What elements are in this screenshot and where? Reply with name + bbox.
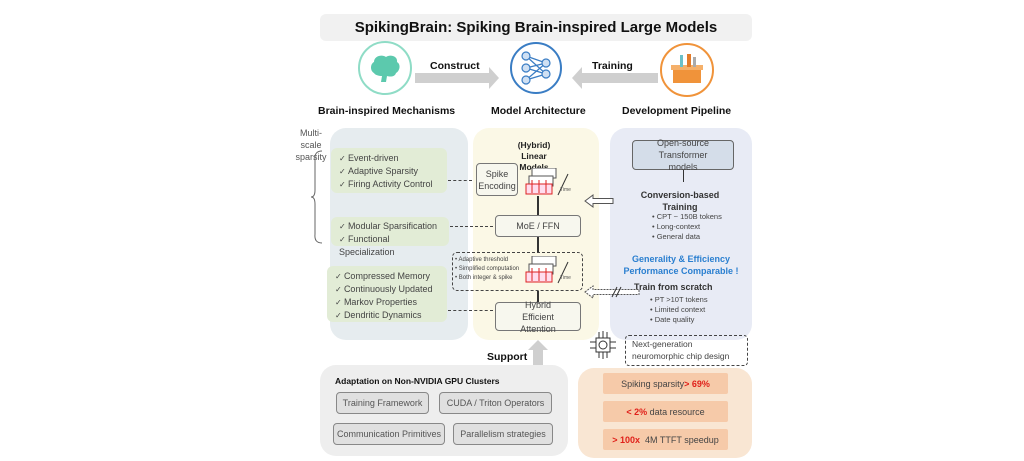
list-item: Long-context [652, 222, 722, 232]
data-resource-stat: < 2% data resource [603, 401, 728, 422]
support-arrowhead [528, 340, 548, 350]
training-arrowhead [572, 67, 582, 89]
linear-models-title: (Hybrid) Linear Models [517, 140, 551, 172]
list-item: Adaptive threshold [455, 256, 519, 265]
spike-train-icon [525, 168, 569, 196]
brain-mechanisms-label: Brain-inspired Mechanisms [318, 105, 456, 117]
neuron-features: Adaptive thresholdSimplified computation… [455, 256, 519, 283]
scratch-items: PT >10T tokensLimited contextDate qualit… [650, 295, 708, 325]
connector [448, 180, 472, 181]
list-item: Compressed Memory [335, 270, 439, 283]
list-item: Continuously Updated [335, 283, 439, 296]
spike-encoding-box: Spike Encoding [476, 163, 518, 196]
brain-icon [358, 41, 412, 95]
list-item: Date quality [650, 315, 708, 325]
parallelism-strategies-box: Parallelism strategies [453, 423, 553, 445]
training-label: Training [592, 60, 633, 72]
stat-highlight: < 2% [626, 406, 648, 417]
list-item: Both integer & spike [455, 274, 519, 283]
stat-text: 4M TTFT speedup [640, 434, 719, 445]
connector [448, 310, 493, 311]
performance-text: Performance Comparable ! [623, 266, 739, 276]
training-arrow [582, 73, 658, 83]
list-item: Event-driven [339, 152, 439, 165]
stat-text: data resource [647, 406, 705, 417]
cuda-triton-box: CUDA / Triton Operators [439, 392, 552, 414]
diagram-title: SpikingBrain: Spiking Brain-inspired Lar… [320, 14, 752, 41]
stat-highlight: > 100x [612, 434, 641, 445]
list-item: Limited context [650, 305, 708, 315]
gpu-adaptation-title: Adaptation on Non-NVIDIA GPU Clusters [335, 376, 500, 386]
chip-icon [590, 331, 616, 359]
training-framework-box: Training Framework [336, 392, 429, 414]
time-label: Time [560, 275, 571, 281]
stat-highlight: > 69% [684, 378, 710, 389]
spiking-neuron-box [452, 252, 583, 291]
ttft-speedup-stat: > 100x 4M TTFT speedup [603, 429, 728, 450]
hybrid-attention-box: Hybrid Efficient Attention [495, 300, 581, 334]
scratch-title: Train from scratch [634, 282, 713, 292]
list-item: Modular Sparsification [339, 220, 441, 233]
list-item: Markov Properties [335, 296, 439, 309]
toolbox-icon [660, 43, 714, 97]
arrow-up [537, 291, 539, 302]
list-item: Functional Specialization [339, 233, 441, 258]
stat-text: Spiking sparsity [621, 378, 685, 389]
list-item: General data [652, 232, 722, 242]
neural-network-icon [510, 42, 562, 94]
sparsity-group-1: Event-drivenAdaptive SparsityFiring Acti… [331, 148, 447, 193]
list-item: CPT ~ 150B tokens [652, 212, 722, 222]
connector [450, 226, 493, 227]
conversion-items: CPT ~ 150B tokensLong-contextGeneral dat… [652, 212, 722, 242]
hollow-arrow-left [584, 194, 614, 208]
model-architecture-label: Model Architecture [491, 105, 586, 117]
list-item: PT >10T tokens [650, 295, 708, 305]
construct-label: Construct [430, 60, 480, 72]
support-label: Support [487, 351, 528, 363]
development-pipeline-label: Development Pipeline [622, 105, 732, 117]
arrow-down [683, 170, 685, 182]
time-label: Time [560, 187, 571, 193]
construct-arrowhead [489, 67, 499, 89]
spiking-sparsity-stat: Spiking sparsity > 69% [603, 373, 728, 394]
communication-primitives-box: Communication Primitives [333, 423, 445, 445]
open-source-models-box: Open-source Transformer models [632, 138, 734, 172]
list-item: Firing Activity Control [339, 178, 439, 191]
arrow-up [537, 196, 539, 215]
neuromorphic-chip-box: Next-generation neuromorphic chip design [625, 335, 748, 366]
list-item: Dendritic Dynamics [335, 309, 439, 322]
list-item: Simplified computation [455, 265, 519, 274]
brace [310, 150, 323, 244]
conversion-title: Conversion-based Training [640, 190, 720, 212]
memory-group: Compressed MemoryContinuously UpdatedMar… [327, 266, 447, 322]
dashed-arrow-left [584, 285, 640, 299]
moe-ffn-box: MoE / FFN [495, 215, 581, 237]
construct-arrow [415, 73, 489, 83]
generality-text: Generality & Efficiency [631, 254, 731, 264]
list-item: Adaptive Sparsity [339, 165, 439, 178]
spike-train-icon [525, 256, 569, 284]
sparsity-group-2: Modular SparsificationFunctional Special… [331, 217, 449, 257]
arrow-up [537, 237, 539, 253]
multi-scale-sparsity-label: Multi-scale sparsity [295, 128, 327, 162]
